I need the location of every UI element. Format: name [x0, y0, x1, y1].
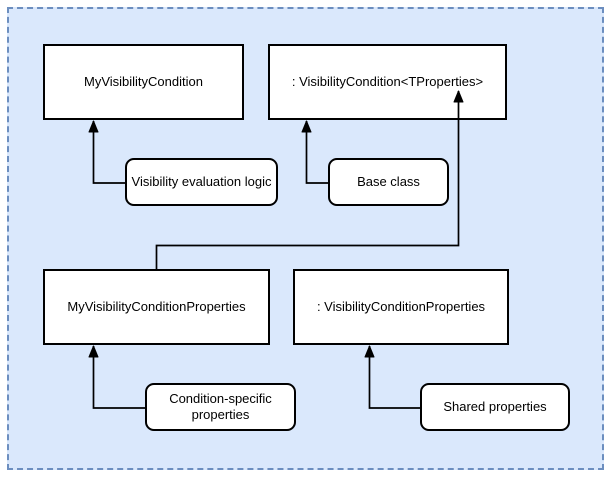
annotation-condition-specific-properties: Condition-specific properties — [145, 383, 296, 431]
class-node-visibility-condition-properties: : VisibilityConditionProperties — [293, 269, 509, 345]
annotation-label: Condition-specific properties — [169, 391, 272, 422]
annotation-label: Visibility evaluation logic — [131, 174, 272, 189]
annotation-base-class: Base class — [328, 158, 449, 206]
class-node-label: MyVisibilityConditionProperties — [67, 299, 246, 314]
annotation-label: Shared properties — [443, 399, 547, 414]
class-node-label: : VisibilityConditionProperties — [316, 299, 486, 314]
annotation-label: Base class — [357, 174, 420, 189]
class-node-my-visibility-condition-properties: MyVisibilityConditionProperties — [43, 269, 270, 345]
annotation-visibility-evaluation-logic: Visibility evaluation logic — [125, 158, 278, 206]
annotation-shared-properties: Shared properties — [420, 383, 570, 431]
class-node-label: MyVisibilityCondition — [84, 74, 203, 89]
class-node-visibility-condition-generic: : VisibilityCondition<TProperties> — [268, 44, 507, 120]
class-node-label: : VisibilityCondition<TProperties> — [291, 74, 484, 89]
class-node-my-visibility-condition: MyVisibilityCondition — [43, 44, 244, 120]
